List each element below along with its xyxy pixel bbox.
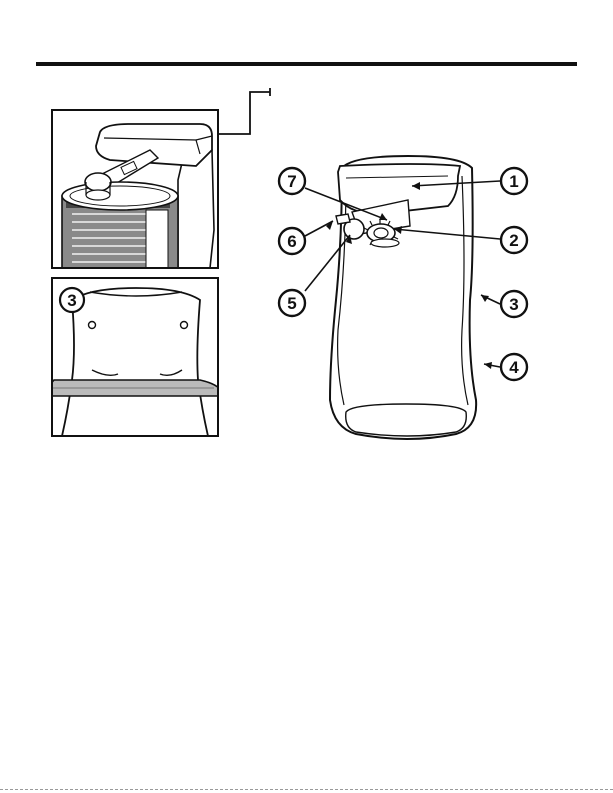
callout-6: 6 [279,228,305,254]
bottom-cavity [346,404,467,436]
callout-4-label: 4 [509,358,519,377]
callout-4: 4 [501,354,527,380]
callout-7: 7 [279,168,305,194]
inset-knife-sharpener: 3 [40,278,222,436]
screw-right [181,322,188,329]
screw-left [89,322,96,329]
inset-callout-label: 3 [67,291,76,310]
header-rule [36,62,577,66]
callout-2: 2 [501,227,527,253]
page-bottom-rule [0,789,613,790]
callout-5: 5 [279,290,305,316]
callout-3-label: 3 [509,295,518,314]
callout-1-label: 1 [509,172,518,191]
callout-7-label: 7 [287,172,296,191]
magnet-knob [85,173,111,191]
sharpener-slot [371,239,399,247]
inset-can-on-opener [52,110,218,276]
callout-6-label: 6 [287,232,296,251]
callout-5-label: 5 [287,294,296,313]
inset-connector [218,92,270,134]
lid-lifter [336,214,350,224]
main-can-opener [330,156,476,439]
sharpener-body [62,288,208,436]
callout-1: 1 [501,168,527,194]
callout-2-label: 2 [509,231,518,250]
callout-3: 3 [501,291,527,317]
